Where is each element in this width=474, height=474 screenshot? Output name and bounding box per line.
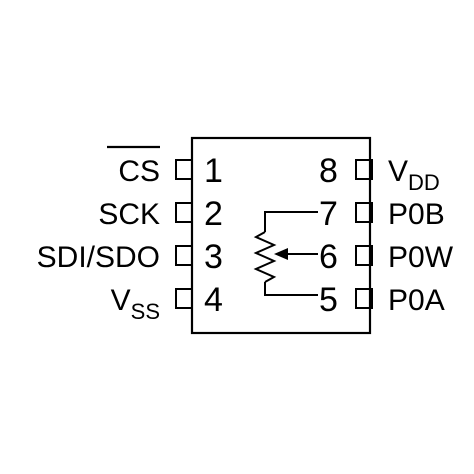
potentiometer-icon xyxy=(253,211,318,296)
pin-7-number: 7 xyxy=(319,195,338,233)
pin-4-stub xyxy=(175,288,193,309)
pin-2-number: 2 xyxy=(204,195,223,233)
pin-4-label: VSS xyxy=(111,284,160,324)
pin-6-number: 6 xyxy=(319,238,338,276)
pin-2-label: SCK xyxy=(98,198,160,231)
pin-5-label: P0A xyxy=(388,284,445,317)
pin-7-label: P0B xyxy=(388,198,445,231)
pin-5-number: 5 xyxy=(319,281,338,319)
pin-3-stub xyxy=(175,245,193,266)
ic-package-body xyxy=(190,136,372,335)
pin-4-label-main: V xyxy=(111,284,131,317)
pin-2-stub xyxy=(175,202,193,223)
pin-8-label-subscript: DD xyxy=(408,170,440,195)
potentiometer-terminal-a-wire xyxy=(264,282,318,296)
potentiometer-terminal-b-wire xyxy=(264,211,318,232)
resistor-zigzag xyxy=(253,231,277,283)
pin-7-stub xyxy=(355,202,373,223)
pin-8-label-main: V xyxy=(388,155,408,188)
pin-4-label-subscript: SS xyxy=(131,299,160,324)
pin-8-label: VDD xyxy=(388,155,440,195)
pin-1-stub xyxy=(175,159,193,180)
pin-5-stub xyxy=(355,288,373,309)
pin-4-number: 4 xyxy=(204,281,223,319)
wiper-arrowhead xyxy=(274,248,288,260)
pin-3-label: SDI/SDO xyxy=(37,241,160,274)
pin-8-stub xyxy=(355,159,373,180)
pin-3-number: 3 xyxy=(204,238,223,276)
pin-1-number: 1 xyxy=(204,152,223,190)
pin-1-label: CS xyxy=(118,155,160,188)
pin-6-label: P0W xyxy=(388,241,454,274)
pin-8-number: 8 xyxy=(319,152,338,190)
pin-6-stub xyxy=(355,245,373,266)
